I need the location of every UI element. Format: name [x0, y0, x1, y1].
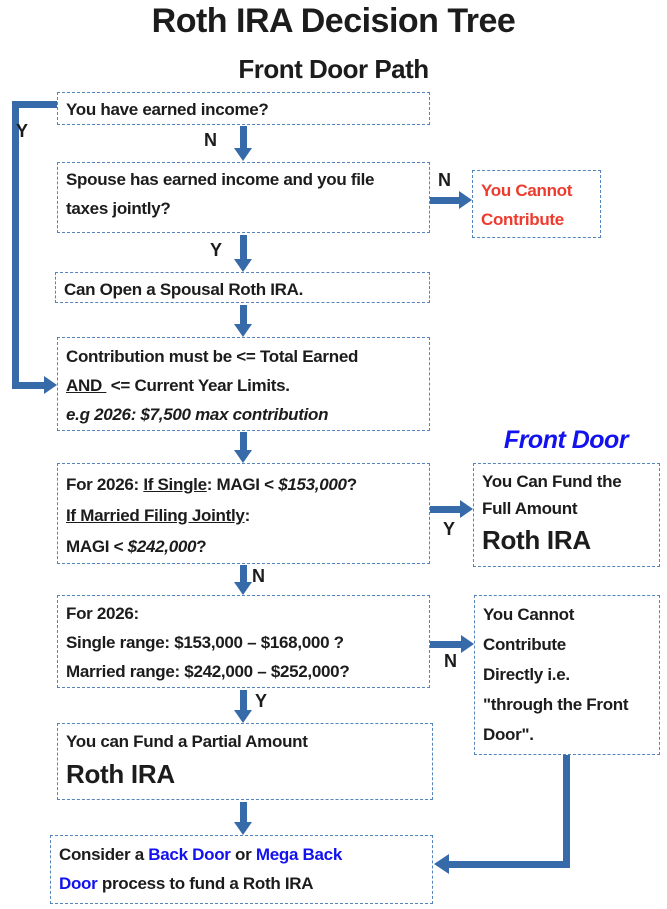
branch-label-yes: Y	[255, 691, 268, 711]
branch-label-no: N	[444, 651, 457, 671]
branch-label-no: N	[204, 130, 217, 150]
elbow-yes-vertical-segment	[12, 101, 19, 389]
arrowhead-right-icon	[44, 376, 57, 394]
arrowhead-down-icon	[234, 259, 252, 272]
node-magi-thresholds: For 2026: If Single: MAGI < $153,000?If …	[57, 463, 430, 564]
branch-label-yes: Y	[16, 121, 29, 141]
elbow-no-vertical-segment	[563, 755, 570, 868]
arrowhead-down-icon	[234, 450, 252, 463]
elbow-no-horizontal-segment	[448, 861, 570, 868]
arrowhead-down-icon	[234, 148, 252, 161]
node-phaseout-ranges: For 2026:Single range: $153,000 – $168,0…	[57, 595, 430, 688]
arrow-spouse-to-cannot-contribute	[430, 197, 459, 204]
branch-label-yes: Y	[210, 240, 223, 260]
front-door-heading: Front Door	[503, 426, 629, 454]
branch-label-no: N	[438, 170, 451, 190]
arrow-contribution-to-magi	[240, 432, 247, 451]
arrowhead-right-icon	[460, 500, 473, 518]
elbow-yes-top-segment	[12, 101, 57, 108]
node-earned-income: You have earned income?	[57, 92, 430, 125]
arrowhead-down-icon	[234, 324, 252, 337]
arrowhead-right-icon	[459, 191, 472, 209]
page-title: Roth IRA Decision Tree	[151, 2, 516, 40]
arrowhead-down-icon	[234, 710, 252, 723]
elbow-yes-bottom-segment	[12, 382, 45, 389]
arrowhead-down-icon	[234, 582, 252, 595]
arrow-spouse-to-spousal	[240, 235, 247, 260]
branch-label-yes: Y	[443, 519, 456, 539]
arrow-partial-to-consider	[240, 802, 247, 823]
arrow-ranges-to-partial	[240, 690, 247, 711]
node-spousal-roth-ira: Can Open a Spousal Roth IRA.	[55, 272, 430, 303]
arrowhead-down-icon	[234, 822, 252, 835]
arrowhead-right-icon	[461, 635, 474, 653]
arrow-ranges-to-cannot-directly	[430, 641, 461, 648]
arrow-magi-to-full-amount	[430, 506, 460, 513]
arrow-magi-to-ranges	[240, 565, 247, 583]
arrowhead-left-icon	[434, 854, 449, 874]
arrow-spousal-to-contribution	[240, 305, 247, 325]
arrow-earned-to-spouse	[240, 126, 247, 149]
branch-label-no: N	[252, 566, 265, 586]
page-subtitle: Front Door Path	[238, 54, 429, 84]
